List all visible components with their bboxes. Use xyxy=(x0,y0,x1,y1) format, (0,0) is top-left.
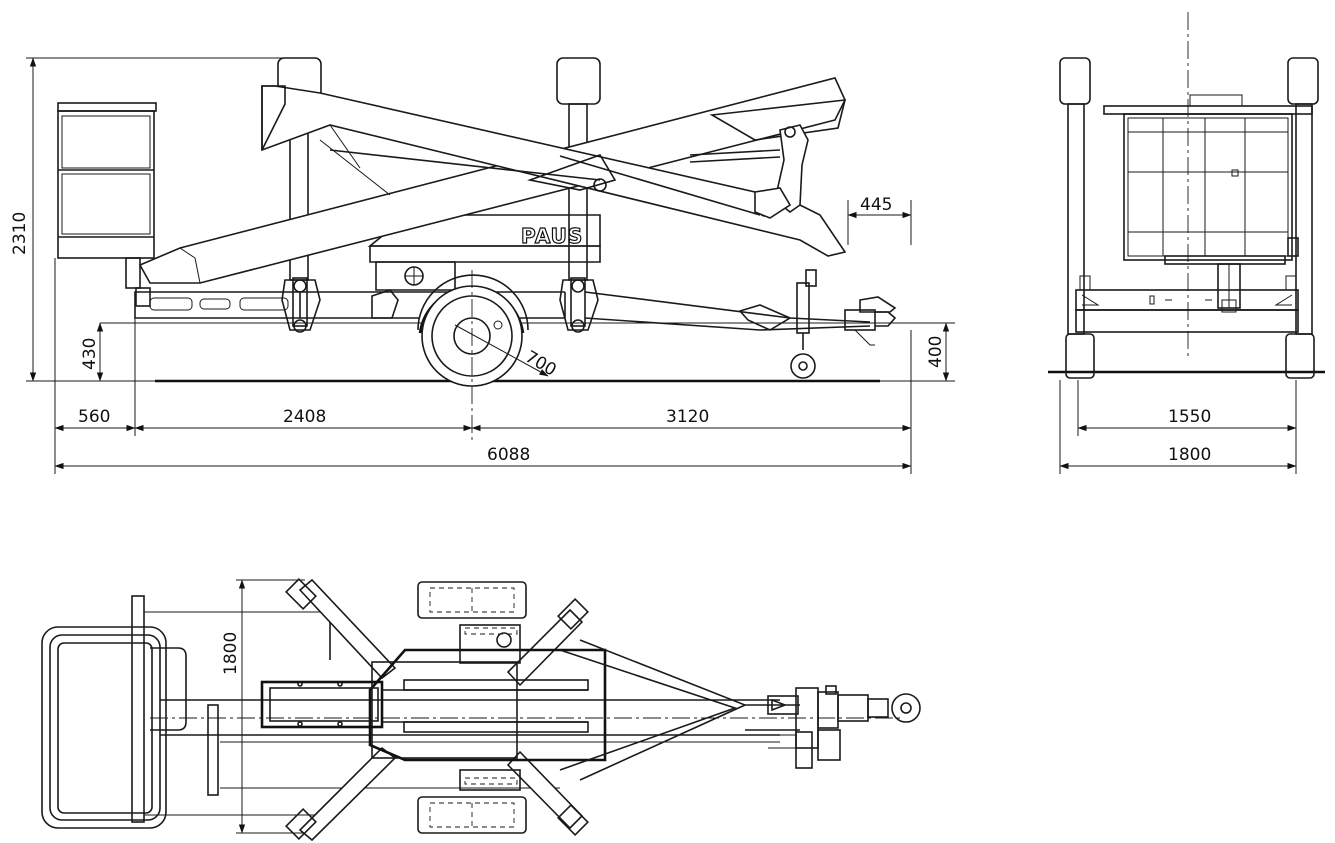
dim-total-length: 6088 xyxy=(487,445,530,465)
dim-hitch-height: 400 xyxy=(926,336,946,368)
brand-label: PAUS xyxy=(521,224,583,248)
basket-end xyxy=(1103,94,1313,265)
end-view: 1550 1800 xyxy=(1048,12,1325,474)
dim-inner-track: 1550 xyxy=(1168,407,1211,427)
outrigger-arms-top xyxy=(285,578,589,842)
basket-side xyxy=(57,102,157,307)
front-outrigger-side xyxy=(556,57,601,333)
dim-wheel-diameter: 700 xyxy=(522,347,560,381)
dim-platform-height: 430 xyxy=(80,338,100,370)
dim-drawbar-overhang: 445 xyxy=(860,195,892,215)
dim-total-height: 2310 xyxy=(10,212,30,255)
dim-overall-width: 1800 xyxy=(1168,445,1211,465)
wheels-top xyxy=(417,581,527,834)
wheel-side xyxy=(417,274,529,387)
dim-rear-overhang: 560 xyxy=(78,407,110,427)
dim-basket-to-axle: 2408 xyxy=(283,407,326,427)
dim-axle-to-hitch: 3120 xyxy=(666,407,709,427)
side-view: PAUS xyxy=(10,57,955,474)
dim-outrigger-span: 1800 xyxy=(221,632,241,675)
top-view: 1800 xyxy=(41,578,921,842)
basket-top xyxy=(41,595,187,829)
lower-boom xyxy=(138,77,847,284)
